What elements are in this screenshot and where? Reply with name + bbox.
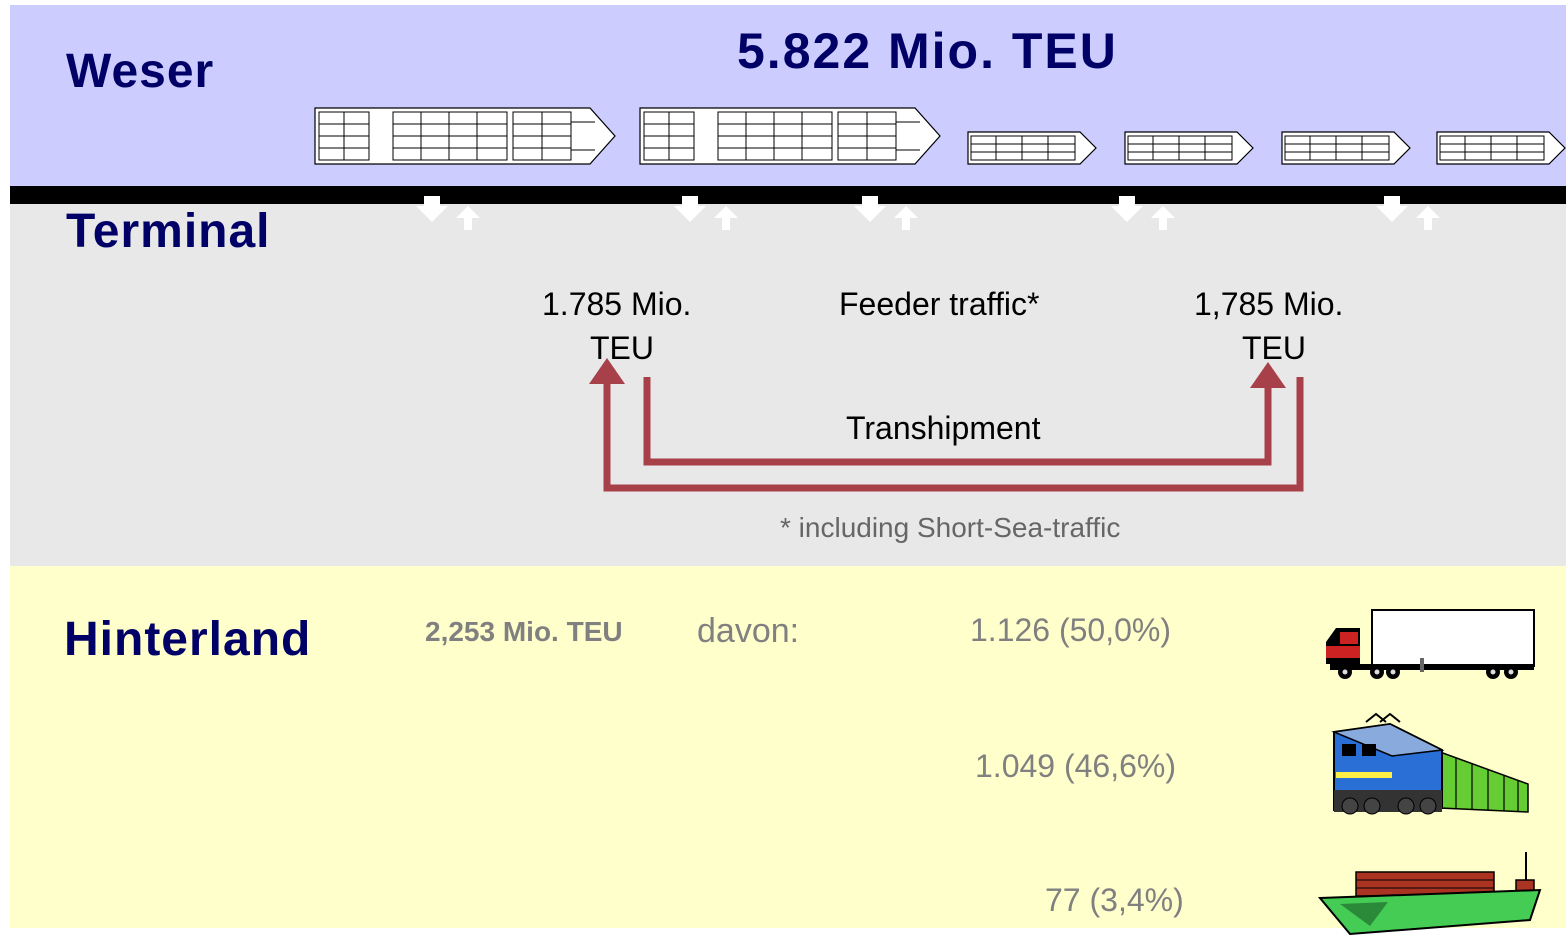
- hinterland-total-suffix: davon:: [697, 612, 800, 650]
- feeder-ship-icon-3: [1281, 131, 1411, 165]
- feeder-ship-icon-4: [1436, 131, 1566, 165]
- terminal-title: Terminal: [66, 205, 271, 258]
- weser-total-teu: 5.822 Mio. TEU: [737, 23, 1118, 79]
- ship-icon-1: [314, 107, 616, 165]
- feeder-ship-icon-1: [967, 131, 1097, 165]
- right-value-line2: TEU: [1242, 330, 1306, 366]
- truck-icon: [1326, 609, 1535, 679]
- left-value-line1: 1.785 Mio.: [542, 286, 692, 322]
- exchange-arrows-icon-1: [416, 196, 480, 230]
- left-value-line2: TEU: [590, 330, 654, 366]
- train-value: 1.049 (46,6%): [975, 748, 1177, 784]
- transhipment-label: Transhipment: [846, 410, 1041, 446]
- hinterland-total: 2,253 Mio. TEU: [425, 616, 623, 647]
- feeder-traffic-label: Feeder traffic*: [839, 286, 1040, 322]
- truck-value: 1.126 (50,0%): [970, 612, 1172, 648]
- footnote: * including Short-Sea-traffic: [780, 512, 1121, 543]
- hinterland-title: Hinterland: [64, 613, 312, 666]
- quay-line: [10, 186, 1566, 204]
- transhipment-arrows: [603, 377, 1304, 492]
- hinterland-band: [10, 566, 1566, 928]
- weser-title: Weser: [66, 45, 215, 98]
- exchange-arrows-icon-5: [1376, 196, 1440, 230]
- feeder-ship-icon-2: [1124, 131, 1254, 165]
- exchange-arrows-icon-4: [1111, 196, 1175, 230]
- ship-icon-2: [639, 107, 941, 165]
- terminal-band: [10, 204, 1566, 566]
- right-value-line1: 1,785 Mio.: [1194, 286, 1344, 322]
- exchange-arrows-icon-3: [854, 196, 918, 230]
- barge-value: 77 (3,4%): [1045, 882, 1184, 918]
- exchange-arrows-icon-2: [674, 196, 738, 230]
- arrowhead-right-icon: [1250, 362, 1286, 388]
- barge-icon: [1317, 852, 1542, 936]
- arrowhead-left-icon: [589, 358, 625, 384]
- train-icon: [1331, 712, 1529, 815]
